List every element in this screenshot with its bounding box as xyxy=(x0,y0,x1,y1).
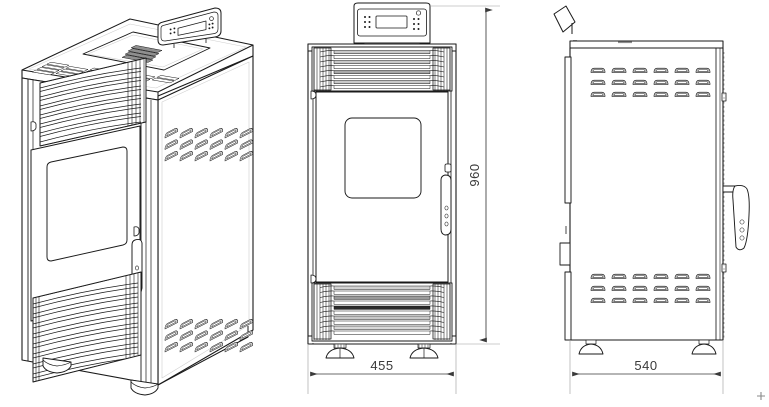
front-control-panel[interactable] xyxy=(353,2,431,48)
view-front xyxy=(307,2,457,359)
iso-adjustable-foot-right xyxy=(130,379,159,396)
front-glass-window xyxy=(344,117,422,199)
view-isometric xyxy=(21,7,254,396)
side-body-outline xyxy=(559,47,727,341)
lcd-display xyxy=(177,20,207,36)
dimension-depth-540: 540 xyxy=(569,340,724,394)
side-adjustable-foot-front xyxy=(578,339,604,355)
dimension-height-960: 960 xyxy=(430,5,500,345)
front-adjustable-foot-right xyxy=(409,343,439,359)
front-door-handle[interactable] xyxy=(310,90,452,284)
iso-lower-louver-grille xyxy=(33,272,141,382)
front-control-buttons-right[interactable] xyxy=(413,18,420,30)
iso-right-side-panel xyxy=(157,55,254,386)
control-buttons-right[interactable] xyxy=(208,22,214,30)
control-buttons-left[interactable] xyxy=(169,27,176,35)
control-panel[interactable] xyxy=(157,7,222,48)
dimension-width-value: 455 xyxy=(370,358,393,373)
side-top-panel xyxy=(569,40,724,49)
view-side xyxy=(553,5,750,355)
dimension-depth-value: 540 xyxy=(634,358,657,373)
side-adjustable-foot-rear xyxy=(691,339,717,355)
front-adjustable-foot-left xyxy=(325,343,355,359)
front-lower-louver-grille xyxy=(312,283,452,343)
front-firebox-door[interactable] xyxy=(315,91,449,283)
iso-firebox-door[interactable] xyxy=(30,125,141,322)
power-led-indicator xyxy=(209,16,214,21)
front-upper-louver-grille xyxy=(312,47,452,91)
front-lcd-display xyxy=(375,15,408,29)
dimension-height-value: 960 xyxy=(467,163,482,186)
side-door-handle[interactable] xyxy=(722,184,750,251)
registration-mark xyxy=(757,392,765,400)
dimension-width-455: 455 xyxy=(307,344,457,394)
iso-adjustable-foot-left xyxy=(42,357,72,374)
front-control-buttons-left[interactable] xyxy=(364,16,371,28)
front-power-led-indicator xyxy=(415,10,422,16)
